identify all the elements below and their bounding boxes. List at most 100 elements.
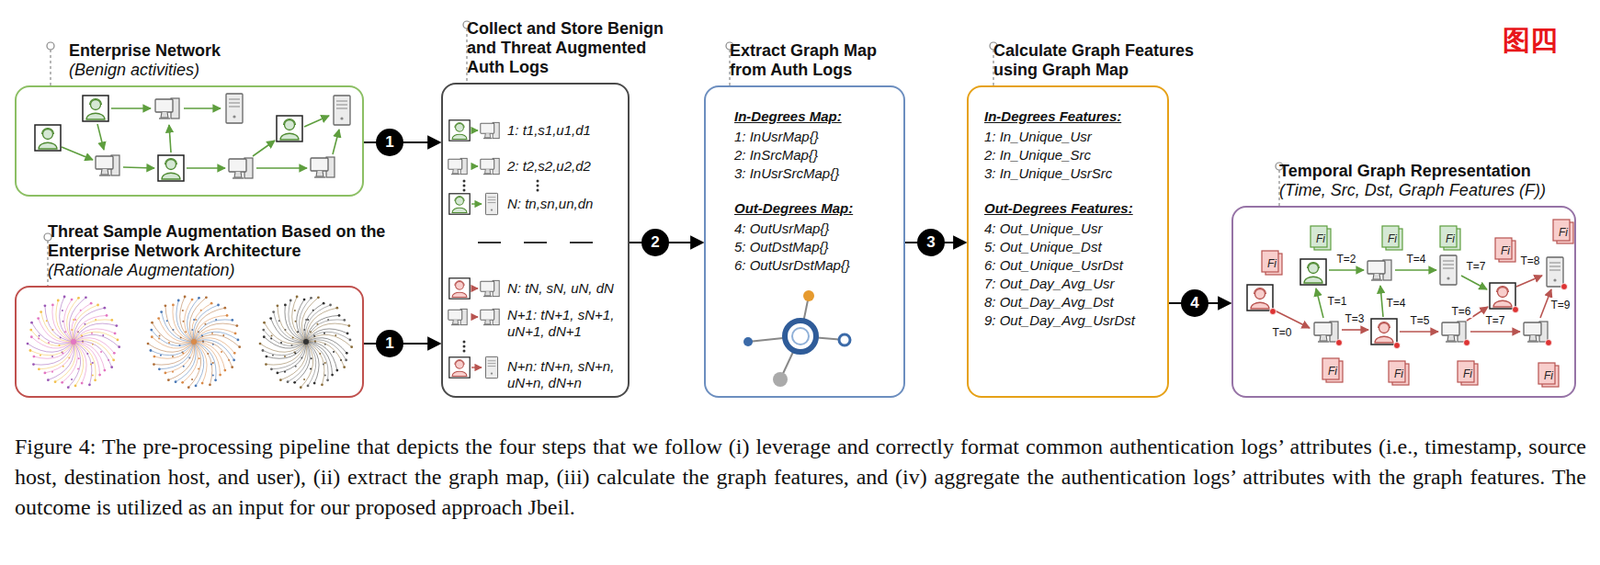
log-entry: 1: t1,s1,u1,d1 [507,122,623,139]
illustration-part [180,336,182,339]
illustration-part [82,95,109,122]
heading-text: (Time, Src, Dst, Graph Features (F)) [1279,181,1583,201]
illustration-part [67,385,70,389]
illustration-part [29,349,33,352]
illustration-part [306,341,338,371]
illustration-part [158,337,160,340]
illustration-part [1538,363,1555,385]
illustration-part [158,334,161,337]
illustration-part [306,318,309,321]
illustration-part [43,371,46,375]
illustration-part [117,345,121,349]
illustration-part [283,371,286,374]
illustration-part [303,339,309,345]
feature-card-label: Fi [1445,232,1455,246]
illustration-part [61,351,64,354]
section-heading: In-Degrees Map: [734,107,904,126]
panel-box: Collect and Store Benign and Threat Augm… [441,82,630,398]
illustration-part [102,334,104,337]
illustration-part [72,318,75,321]
illustration-part [332,351,335,353]
illustration-part [100,351,103,353]
illustration-part [1367,260,1392,281]
illustration-part [480,158,500,174]
list-item: 7: Out_Day_Avg_Usr [984,274,1168,294]
illustration-part [88,383,91,386]
illustration-part [32,355,35,359]
time-label: T=0 [1270,326,1294,340]
illustration-part [323,332,326,335]
illustration-part [279,378,283,382]
illustration-part [157,317,160,320]
illustration-part [90,302,93,306]
illustration-part [77,368,80,371]
illustration-part [294,351,296,354]
illustration-part [32,363,35,366]
heading-text: Threat Sample Augmentation Based on the … [47,222,398,261]
panel-box: Calculate Graph Features using Graph Map… [966,85,1169,398]
illustration-part [1440,226,1457,248]
illustration-part [228,158,253,179]
heading-text: (Benign activities) [68,60,373,80]
illustration-part [80,334,83,337]
illustration-part [471,129,478,131]
illustration-part [342,318,346,322]
illustration-part [212,362,215,364]
illustration-part [322,302,326,306]
illustration-part [26,342,30,346]
illustration-part [29,329,33,332]
time-label: T=3 [1342,312,1366,326]
illustration-part [97,124,104,150]
callout-number: 1 [375,128,404,157]
illustration-part [110,318,114,322]
illustration-part [60,381,64,385]
illustration-part [1272,309,1310,329]
panel-body: In-Degrees Features:1: In_Unique_Usr2: I… [968,87,1168,330]
feature-card-label: Fi [1316,232,1326,246]
illustration-part [536,189,540,193]
illustration-part [90,332,93,335]
illustration-part [183,295,187,299]
illustration-part [70,339,77,345]
illustration-part [1336,340,1343,347]
illustration-part [155,98,180,119]
illustration-part [275,371,279,375]
illustration-part [51,355,54,358]
illustration-part [51,371,54,374]
illustration-part [772,372,788,387]
illustration-part [210,363,213,366]
illustration-part [289,299,293,303]
illustration-part [34,124,61,151]
illustration-part [70,298,74,302]
illustration-part [347,324,351,328]
illustration-part [201,382,205,386]
illustration-part [471,203,482,205]
time-label: T=4 [1384,296,1408,310]
illustration-part [276,115,303,142]
illustration-part [30,321,34,325]
illustration-part [346,331,350,335]
callout-number: 2 [641,228,670,257]
illustration-part [112,359,115,363]
illustration-part [292,336,295,339]
illustration-part [1328,269,1364,272]
illustration-part [186,167,226,170]
illustration-part [1561,283,1568,291]
illustration-part [223,369,227,373]
time-label: T=8 [1518,254,1542,268]
illustration-part [304,115,330,127]
illustration-part [1489,283,1516,309]
illustration-part [74,318,77,321]
illustration-part [261,349,265,352]
illustration-part [70,378,73,381]
illustration-part [192,318,195,321]
illustration-part [171,371,174,374]
callout-number: 4 [1180,289,1209,318]
illustration-part [181,351,184,354]
illustration-part [230,318,234,322]
illustration-part [449,357,470,378]
illustration-part [1395,269,1437,272]
illustration-part [177,299,181,303]
illustration-part [96,304,100,307]
illustration-part [278,319,281,322]
